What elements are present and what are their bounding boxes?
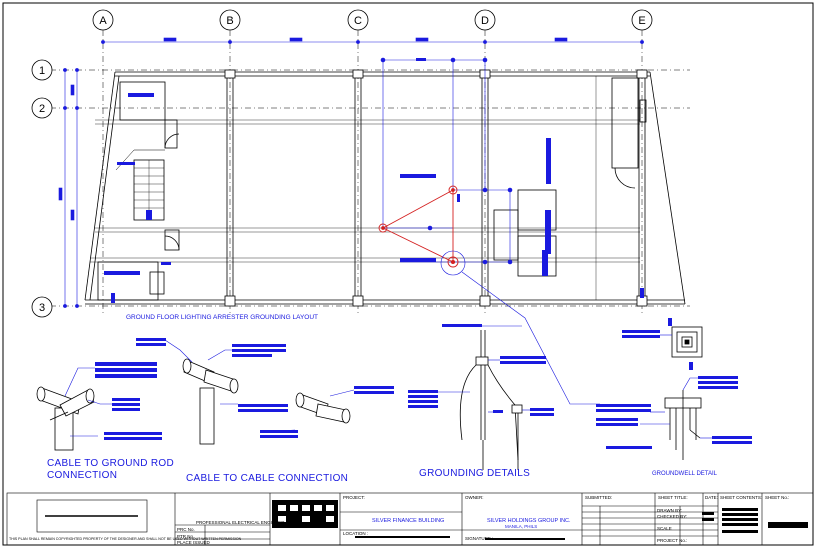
layout-caption: GROUND FLOOR LIGHTING ARRESTER GROUNDING… <box>126 314 319 321</box>
tb-sheet-no-label: SHEET No.: <box>765 495 790 500</box>
tb-prc-label: PRC No. <box>177 527 195 532</box>
groundwell-plan <box>671 326 703 358</box>
tb-owner-label: OWNER: <box>465 495 484 500</box>
row-label-1: 1 <box>39 65 45 77</box>
tb-sheet-title-label: SHEET TITLE: <box>658 495 688 500</box>
title-block <box>6 492 814 546</box>
col-label-b: B <box>226 15 233 27</box>
column-grid <box>50 30 690 315</box>
tb-location-label: LOCATION : <box>343 531 369 536</box>
cable-to-rod-tags <box>95 362 162 440</box>
column-bubble-d: D <box>474 9 496 31</box>
plan-label-tags <box>104 58 644 303</box>
grounding-detail-tags <box>408 324 554 416</box>
groundwell-section <box>664 390 702 460</box>
title-logo-pattern <box>278 505 334 522</box>
groundwell-leaders <box>640 334 712 439</box>
column-bubble-c: C <box>347 9 369 31</box>
col-label-e: E <box>638 15 645 27</box>
tb-owner-sub: MANILA, PHILS <box>505 524 538 529</box>
cable-to-cable-tags <box>136 338 394 438</box>
dimension-lines <box>58 37 644 308</box>
cable-to-rod-leaders <box>64 367 112 437</box>
cable-to-rod-caption-line2: CONNECTION <box>47 470 118 481</box>
tb-project-no-label: PROJECT No.: <box>657 538 688 543</box>
groundwell-caption: GROUNDWELL DETAIL <box>652 471 718 477</box>
tb-project-label: PROJECT: <box>343 495 365 500</box>
tb-sheet-contents-label: SHEET CONTENTS: <box>720 495 763 500</box>
tb-engineer-title: PROFESSIONAL ELECTRICAL ENGINEER <box>196 520 285 525</box>
row-label-3: 3 <box>39 302 45 314</box>
tb-project-name: SILVER FINANCE BUILDING <box>372 518 445 524</box>
tb-footer-note: THIS PLAN SHALL REMAIN COPYRIGHTED PROPE… <box>9 537 242 541</box>
tb-drawn-label: DRAWN BY: <box>657 508 683 513</box>
cable-to-rod-illustration <box>36 386 95 451</box>
tb-place-label: PLACE ISSUED <box>177 540 210 545</box>
row-bubble-2: 2 <box>31 97 53 119</box>
col-label-d: D <box>481 15 489 27</box>
cable-to-cable-caption: CABLE TO CABLE CONNECTION <box>186 473 349 484</box>
title-block-fills <box>272 500 808 540</box>
tb-owner-name: SILVER HOLDINGS GROUP INC. <box>487 518 571 524</box>
tb-checked-label: CHECKED BY: <box>657 514 688 519</box>
tb-submitted-label: SUBMITTED: <box>585 495 613 500</box>
ground-ring-triangle <box>378 185 459 268</box>
tb-date-label: DATE: <box>705 495 718 500</box>
col-label-c: C <box>354 15 362 27</box>
column-bubble-a: A <box>92 9 114 31</box>
groundwell-tags <box>596 318 752 449</box>
grounding-detail-leaders <box>430 325 530 413</box>
groundwell-callout-circle <box>440 250 466 276</box>
tb-signature-label: SIGNATURE : <box>465 536 494 541</box>
grounding-conductor-lines <box>380 57 600 405</box>
tb-ptr-label: PTR No. <box>177 534 195 539</box>
grounding-details-caption: GROUNDING DETAILS <box>419 468 531 479</box>
column-bubble-b: B <box>219 9 241 31</box>
col-label-a: A <box>99 15 107 27</box>
cable-to-rod-caption-line1: CABLE TO GROUND ROD <box>47 458 175 469</box>
row-label-2: 2 <box>39 103 45 115</box>
row-bubble-1: 1 <box>31 59 53 81</box>
row-bubble-3: 3 <box>31 296 53 318</box>
grounding-detail-illustration <box>459 330 523 470</box>
cable-to-cable-illustration <box>182 358 351 445</box>
column-bubble-e: E <box>631 9 653 31</box>
floor-plan <box>84 69 686 307</box>
tb-scale-label: SCALE <box>657 526 672 531</box>
